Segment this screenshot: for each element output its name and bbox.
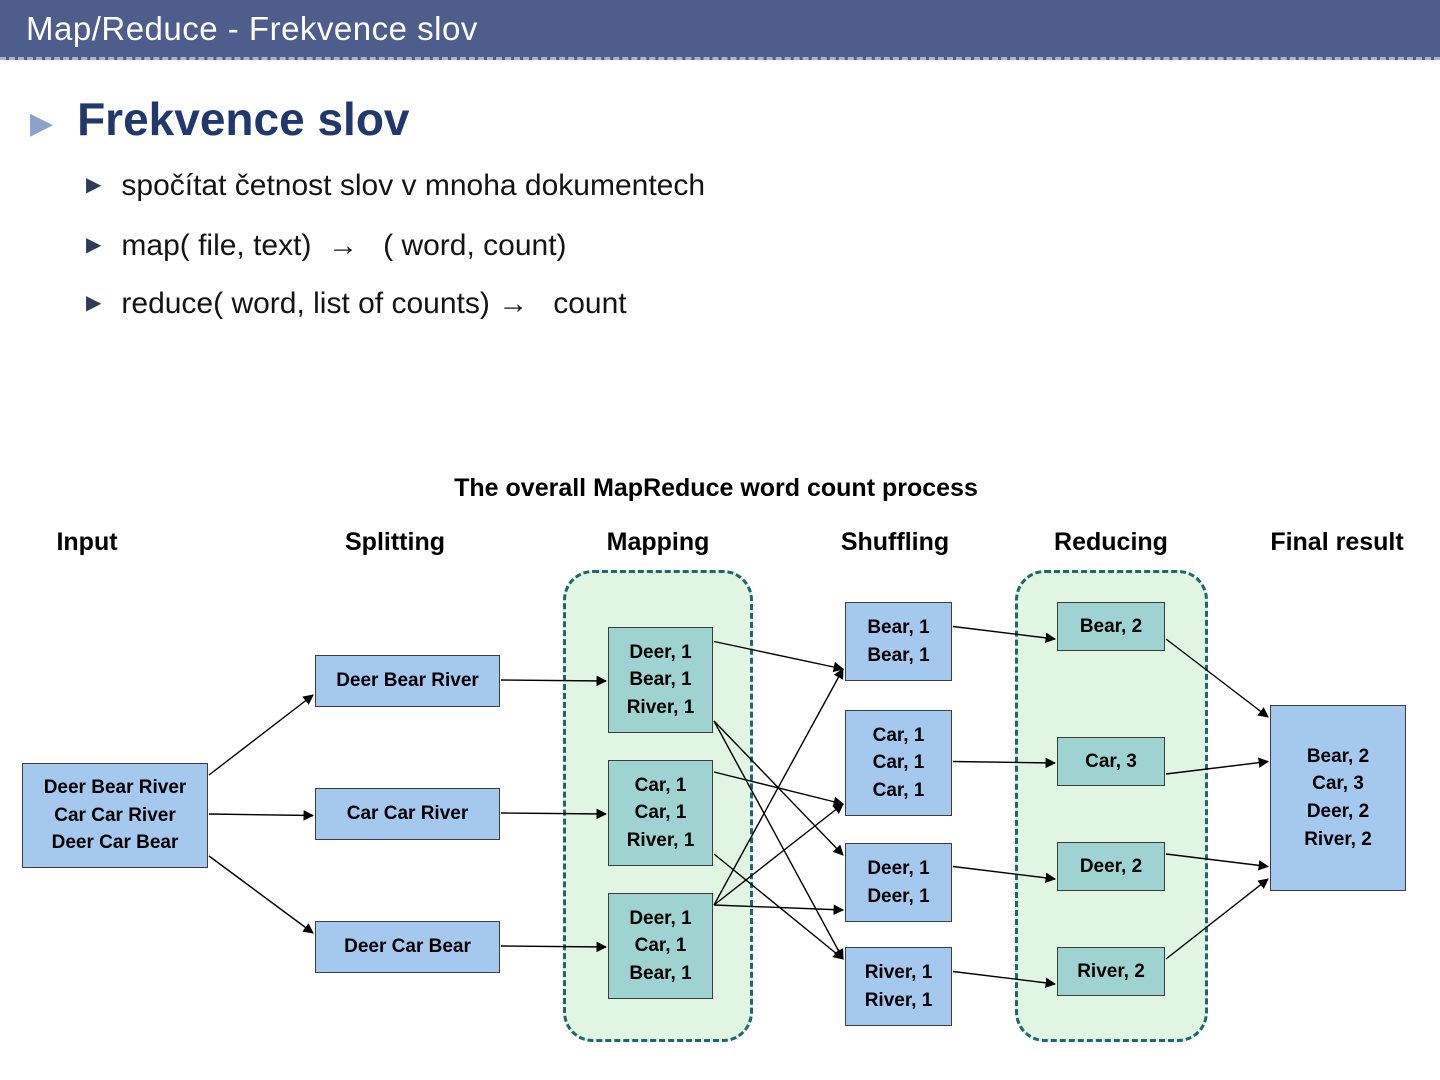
triangle-bullet-icon: ▶ <box>86 292 102 314</box>
column-label-shuffling: Shuffling <box>840 528 950 556</box>
bullet-item: ▶ map( file, text) → ( word, count) <box>86 226 567 265</box>
node-shuffle-river: River, 1 River, 1 <box>845 947 952 1026</box>
node-reduce-bear: Bear, 2 <box>1057 602 1165 651</box>
node-final-result: Bear, 2 Car, 3 Deer, 2 River, 2 <box>1270 705 1406 891</box>
diagram-title: The overall MapReduce word count process <box>454 474 978 502</box>
bullet-text: reduce( word, list of counts) → count <box>121 287 627 320</box>
node-map-2: Car, 1 Car, 1 River, 1 <box>608 760 713 866</box>
bullet-text: spočítat četnost slov v mnoha dokumentec… <box>121 169 706 202</box>
node-reduce-car: Car, 3 <box>1057 737 1165 786</box>
header-title: Map/Reduce - Frekvence slov <box>26 9 478 47</box>
page-title: Frekvence slov <box>77 93 410 145</box>
column-label-reducing: Reducing <box>1054 528 1168 556</box>
column-label-mapping: Mapping <box>606 528 710 556</box>
triangle-bullet-icon: ▶ <box>86 234 102 256</box>
node-shuffle-deer: Deer, 1 Deer, 1 <box>845 843 952 922</box>
bullet-item: ▶ spočítat četnost slov v mnoha dokument… <box>86 166 705 205</box>
node-split-3: Deer Car Bear <box>315 921 500 973</box>
node-split-2: Car Car River <box>315 788 500 840</box>
column-label-input: Input <box>56 528 118 556</box>
node-reduce-river: River, 2 <box>1057 947 1165 996</box>
column-label-splitting: Splitting <box>345 528 445 556</box>
node-map-1: Deer, 1 Bear, 1 River, 1 <box>608 627 713 733</box>
slide-header-bar: Map/Reduce - Frekvence slov <box>0 0 1440 60</box>
node-shuffle-bear: Bear, 1 Bear, 1 <box>845 602 952 681</box>
slide-title-row: ▶ Frekvence slov <box>30 94 410 145</box>
node-split-1: Deer Bear River <box>315 655 500 707</box>
bullet-item: ▶ reduce( word, list of counts) → count <box>86 284 627 323</box>
triangle-bullet-icon: ▶ <box>30 107 54 140</box>
node-reduce-deer: Deer, 2 <box>1057 842 1165 891</box>
column-label-final-result: Final result <box>1270 528 1404 556</box>
node-input: Deer Bear River Car Car River Deer Car B… <box>22 763 208 868</box>
bullet-text: map( file, text) → ( word, count) <box>121 229 567 262</box>
triangle-bullet-icon: ▶ <box>86 174 102 196</box>
node-shuffle-car: Car, 1 Car, 1 Car, 1 <box>845 710 952 816</box>
node-map-3: Deer, 1 Car, 1 Bear, 1 <box>608 893 713 999</box>
